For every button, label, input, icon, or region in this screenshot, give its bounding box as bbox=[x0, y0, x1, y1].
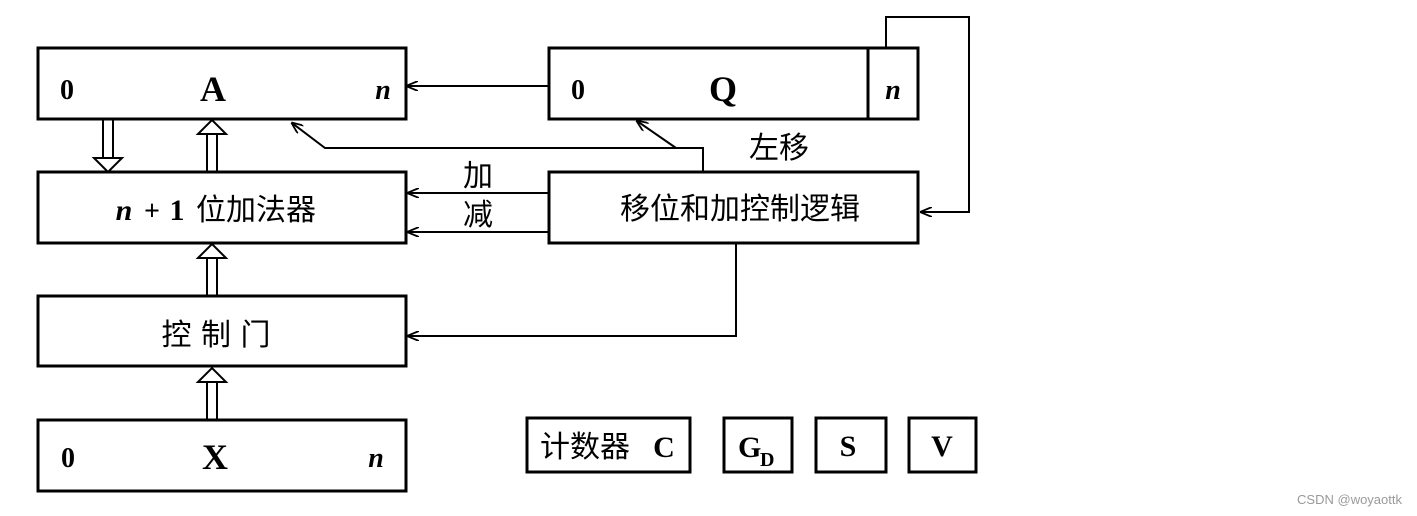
v-flag-box bbox=[907, 416, 978, 474]
gd-flag-box bbox=[722, 416, 794, 474]
control-logic-to-gate-arrow bbox=[408, 243, 737, 336]
s-flag: S bbox=[814, 416, 888, 474]
adder-one: 1 bbox=[170, 194, 185, 227]
control-gate: 控 制 门 bbox=[36, 294, 408, 368]
x-to-gate-bus-arrow bbox=[195, 366, 229, 419]
gd-flag: G D bbox=[722, 416, 794, 474]
v-flag-label: V bbox=[931, 430, 953, 463]
gd-flag-letter: G bbox=[738, 431, 761, 464]
gd-flag-subscript: D bbox=[760, 449, 774, 471]
subtract-signal-label: 减 bbox=[463, 198, 493, 233]
register-q-left-index: 0 bbox=[571, 75, 585, 106]
register-q-box bbox=[547, 46, 920, 121]
s-flag-label: S bbox=[840, 430, 857, 463]
v-flag: V bbox=[907, 416, 978, 474]
register-q-end-bit: n bbox=[885, 75, 901, 106]
control-logic: 移位和加控制逻辑 bbox=[547, 170, 920, 245]
shift-left-label: 左移 bbox=[749, 131, 809, 166]
adder-box bbox=[36, 170, 408, 245]
register-a: 0 A n bbox=[36, 46, 408, 121]
counter-c-box bbox=[525, 416, 692, 474]
q-end-bit-feedback-arrow bbox=[885, 16, 970, 212]
register-q: 0 Q n bbox=[547, 46, 920, 121]
register-x-right-index: n bbox=[368, 443, 384, 474]
register-x-left-index: 0 bbox=[61, 443, 75, 474]
control-gate-label: 控 制 门 bbox=[161, 318, 270, 353]
counter-c-label: 计数器 bbox=[540, 430, 630, 465]
register-x-box bbox=[36, 418, 408, 493]
control-logic-box bbox=[547, 170, 920, 245]
adder-prefix: n bbox=[116, 194, 133, 227]
watermark-text: CSDN @woyaottk bbox=[1297, 492, 1402, 507]
register-x-name: X bbox=[202, 437, 228, 477]
counter-c-letter: C bbox=[653, 431, 675, 464]
shift-left-to-a-arrow bbox=[292, 123, 704, 172]
adder: n + 1 位加法器 bbox=[36, 170, 408, 245]
s-flag-box bbox=[814, 416, 888, 474]
register-a-right-index: n bbox=[375, 75, 391, 106]
adder-plus: + bbox=[144, 196, 160, 227]
add-signal-label: 加 bbox=[463, 159, 493, 194]
a-to-adder-bus-arrow bbox=[91, 120, 125, 174]
register-a-left-index: 0 bbox=[60, 75, 74, 106]
adder-label: 位加法器 bbox=[196, 193, 316, 228]
shift-left-to-q-arrow bbox=[637, 121, 677, 149]
gate-to-adder-bus-arrow bbox=[195, 242, 229, 295]
control-logic-label: 移位和加控制逻辑 bbox=[620, 192, 860, 227]
control-gate-box bbox=[36, 294, 408, 368]
adder-to-a-bus-arrow bbox=[195, 118, 229, 171]
counter-c: 计数器 C bbox=[525, 416, 692, 474]
register-x: 0 X n bbox=[36, 418, 408, 493]
register-a-name: A bbox=[200, 69, 226, 109]
register-q-name: Q bbox=[709, 69, 737, 109]
